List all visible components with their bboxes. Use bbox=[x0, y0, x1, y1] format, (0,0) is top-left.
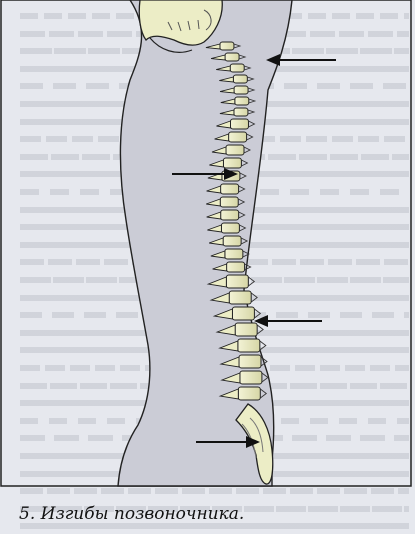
vertebra bbox=[223, 158, 241, 168]
vertebra bbox=[226, 145, 244, 155]
vertebra bbox=[238, 387, 260, 400]
lumbar-curve-arrow bbox=[254, 315, 322, 327]
vertebra bbox=[238, 339, 260, 352]
vertebra bbox=[229, 291, 251, 304]
vertebra bbox=[239, 355, 261, 368]
vertebra bbox=[225, 53, 239, 61]
vertebra bbox=[221, 210, 239, 220]
transverse-process bbox=[248, 277, 254, 286]
vertebra bbox=[221, 184, 239, 194]
figure-caption: 5. Изгибы позвоночника. bbox=[19, 504, 244, 524]
vertebra bbox=[235, 97, 249, 105]
vertebra bbox=[232, 307, 254, 320]
body-silhouette bbox=[118, 0, 292, 486]
vertebra bbox=[227, 262, 245, 272]
transverse-process bbox=[260, 341, 266, 350]
vertebra bbox=[240, 371, 262, 384]
vertebra bbox=[230, 64, 244, 72]
vertebra bbox=[225, 249, 243, 259]
vertebra bbox=[220, 197, 238, 207]
vertebra bbox=[220, 42, 234, 50]
vertebra bbox=[229, 132, 247, 142]
vertebra bbox=[233, 75, 247, 83]
vertebra bbox=[234, 108, 248, 116]
vertebra bbox=[235, 323, 257, 336]
vertebra bbox=[230, 119, 248, 129]
transverse-process bbox=[254, 309, 260, 318]
vertebra bbox=[226, 275, 248, 288]
vertebra bbox=[234, 86, 248, 94]
vertebra bbox=[221, 223, 239, 233]
transverse-process bbox=[251, 293, 257, 302]
transverse-process bbox=[257, 325, 263, 334]
vertebra bbox=[223, 236, 241, 246]
cervical-curve-arrow bbox=[266, 54, 336, 66]
